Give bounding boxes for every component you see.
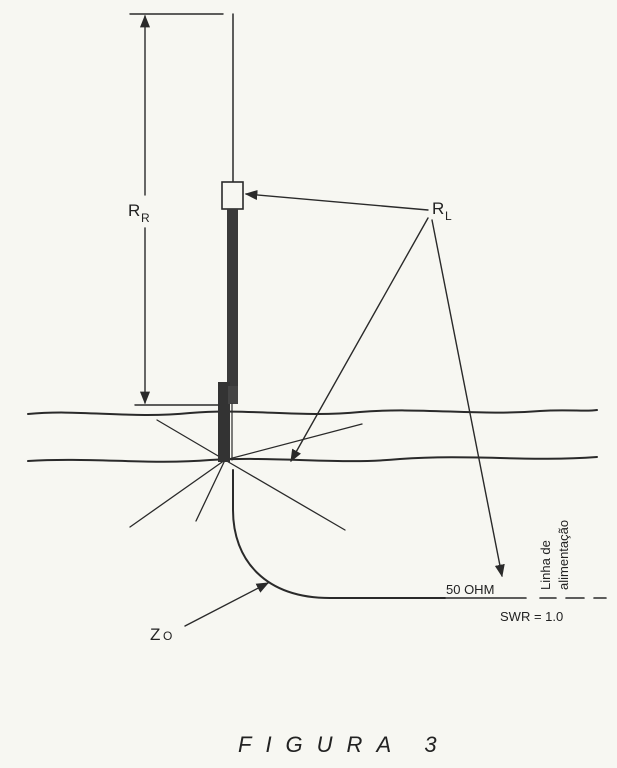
zo-label: Z [150,625,160,644]
feed-line-label-2: alimentação [556,520,571,590]
feed-coax [232,469,446,599]
antenna-base-collar [228,386,238,404]
rl-arrow-to-coil [244,189,429,211]
ground-radials [129,419,363,531]
feed-line-label-1: Linha de [538,540,553,590]
rl-label: R [432,199,444,218]
impedance-label: 50 OHM [446,582,494,597]
loading-coil [221,181,244,210]
swr-label: SWR = 1.0 [500,609,563,624]
rl-arrow-to-ground [290,217,429,463]
ground-bottom-line [27,456,598,463]
rl-arrow-to-line [431,219,505,578]
antenna-lower-section [227,209,238,394]
figure-caption: FIGURA 3 [238,732,451,757]
rr-label: R [128,201,140,220]
rl-subscript: L [445,209,452,223]
zo-arrow [184,582,270,627]
antenna-base [218,382,230,462]
rr-subscript: R [141,211,150,225]
zo-subscript: O [163,629,172,643]
ground-top-line [27,409,598,416]
